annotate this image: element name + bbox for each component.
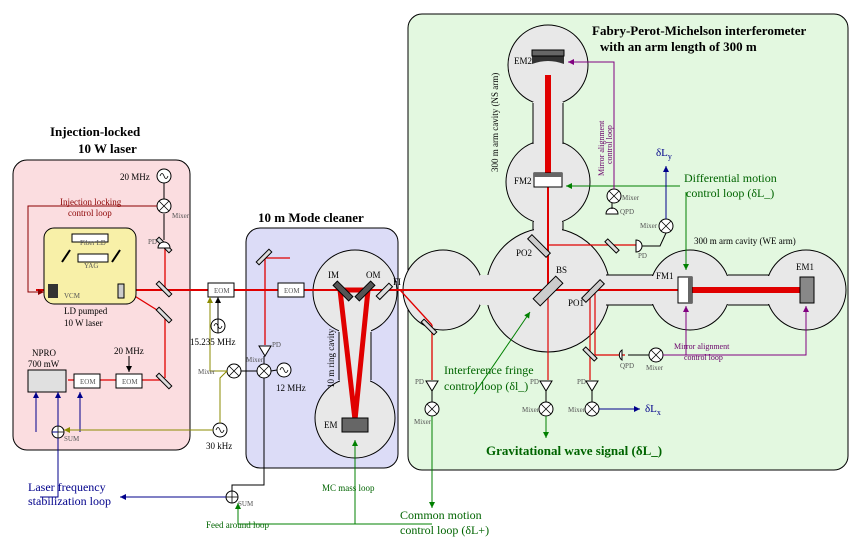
injection-label-1: Injection locking xyxy=(60,197,122,207)
laser-freq-loop-1: Laser frequency xyxy=(28,480,106,494)
pd-label-laser: PD xyxy=(148,238,157,246)
we-cavity-label: 300 m arm cavity (WE arm) xyxy=(694,236,796,246)
mixer-label-fpm-5: Mixer xyxy=(640,222,658,230)
sum-label-laser: SUM xyxy=(64,435,80,443)
mirror-align-bottom-2: control loop xyxy=(684,353,723,362)
interference-loop-1: Interference fringe xyxy=(444,363,534,377)
control-wires xyxy=(27,59,809,525)
npro-laser xyxy=(27,369,67,393)
mixer-label-fpm-1: Mixer xyxy=(414,418,432,426)
eom-modulators xyxy=(73,282,305,389)
mixer-label-fpm-2: Mixer xyxy=(522,406,540,414)
freq-15mhz: 15.235 MHz xyxy=(190,337,236,347)
delta-ly-label: δLy xyxy=(656,147,672,161)
pd-label-fpm-3: PD xyxy=(577,378,586,386)
interference-loop-2: control loop (δl_) xyxy=(444,379,528,393)
om-label: OM xyxy=(366,270,381,280)
ring-cavity-label: 10 m ring cavity xyxy=(326,328,336,388)
freq-20mhz-top: 20 MHz xyxy=(120,172,150,182)
common-loop-1: Common motion xyxy=(400,508,482,522)
qpd-label-bottom: QPD xyxy=(620,362,634,370)
eom-label-4: EOM xyxy=(284,287,300,295)
im-label: IM xyxy=(328,270,339,280)
qpd-label-top: QPD xyxy=(620,208,634,216)
mirror-align-bottom-1: Mirror alignment xyxy=(674,342,730,351)
fi-label: FI xyxy=(393,277,401,287)
mirror-align-top-2: control loop xyxy=(605,125,614,164)
mc-title: 10 m Mode cleaner xyxy=(258,210,364,225)
em-mc-label: EM xyxy=(324,420,338,430)
mixer-label-mid-1: Mixer xyxy=(198,368,216,376)
common-loop-2: control loop (δL+) xyxy=(400,523,489,537)
eom-label-2: EOM xyxy=(122,378,138,386)
laser-freq-loop-2: stabilization loop xyxy=(28,494,111,508)
optics xyxy=(155,49,815,433)
fiber-ld-label: Fiber LD xyxy=(80,239,106,247)
gw-signal-label: Gravitational wave signal (δL_) xyxy=(486,443,662,458)
ld-pumped-laser xyxy=(43,227,137,305)
mixer-label-fpm-3: Mixer xyxy=(568,406,586,414)
eom-label-1: EOM xyxy=(80,378,96,386)
bs-label: BS xyxy=(556,265,567,275)
freq-30khz: 30 kHz xyxy=(206,441,232,451)
differential-loop-1: Differential motion xyxy=(684,171,777,185)
injection-label-2: control loop xyxy=(68,208,112,218)
ld-pumped-label-2: 10 W laser xyxy=(64,318,103,328)
mixer-label-fpm-6: Mixer xyxy=(646,364,664,372)
pd-label-fpm-1: PD xyxy=(415,378,424,386)
feed-around-loop: Feed around loop xyxy=(206,520,269,530)
vcm-label: VCM xyxy=(64,292,81,300)
delta-lx-label: δLx xyxy=(645,403,661,417)
ns-cavity-label: 300 m arm cavity (NS arm) xyxy=(490,73,500,172)
laser-title-line1: Injection-locked xyxy=(50,124,141,139)
fpm-title-line1: Fabry-Perot-Michelson interferometer xyxy=(592,23,807,38)
mc-mass-loop: MC mass loop xyxy=(322,483,375,493)
po1-label: PO1 xyxy=(568,298,584,308)
pd-label-fpm-2: PD xyxy=(530,378,539,386)
freq-12mhz: 12 MHz xyxy=(276,383,306,393)
npro-label-1: NPRO xyxy=(32,348,57,358)
pd-label-mc: PD xyxy=(272,341,281,349)
po2-label: PO2 xyxy=(516,248,532,258)
pd-label-fpm-4: PD xyxy=(638,252,647,260)
fm2-label: FM2 xyxy=(514,176,532,186)
freq-20mhz-bottom: 20 MHz xyxy=(114,346,144,356)
mixer-label-laser: Mixer xyxy=(172,212,190,220)
interferometer-box xyxy=(407,13,849,471)
npro-label-2: 700 mW xyxy=(28,359,60,369)
laser-title-line2: 10 W laser xyxy=(78,141,137,156)
yag-label: YAG xyxy=(84,262,98,270)
em2-label: EM2 xyxy=(514,56,532,66)
mirror-align-top-1: Mirror alignment xyxy=(597,120,606,176)
eom-label-3: EOM xyxy=(214,287,230,295)
fpm-title-line2: with an arm length of 300 m xyxy=(600,39,757,54)
mixer-label-mid-2: Mixer xyxy=(246,356,264,364)
mixer-label-fpm-4: Mixer xyxy=(622,194,640,202)
ld-pumped-label-1: LD pumped xyxy=(64,306,108,316)
fm1-label: FM1 xyxy=(656,271,674,281)
sum-label-mid: SUM xyxy=(238,500,254,508)
em1-label: EM1 xyxy=(796,262,814,272)
differential-loop-2: control loop (δL_) xyxy=(686,186,774,200)
